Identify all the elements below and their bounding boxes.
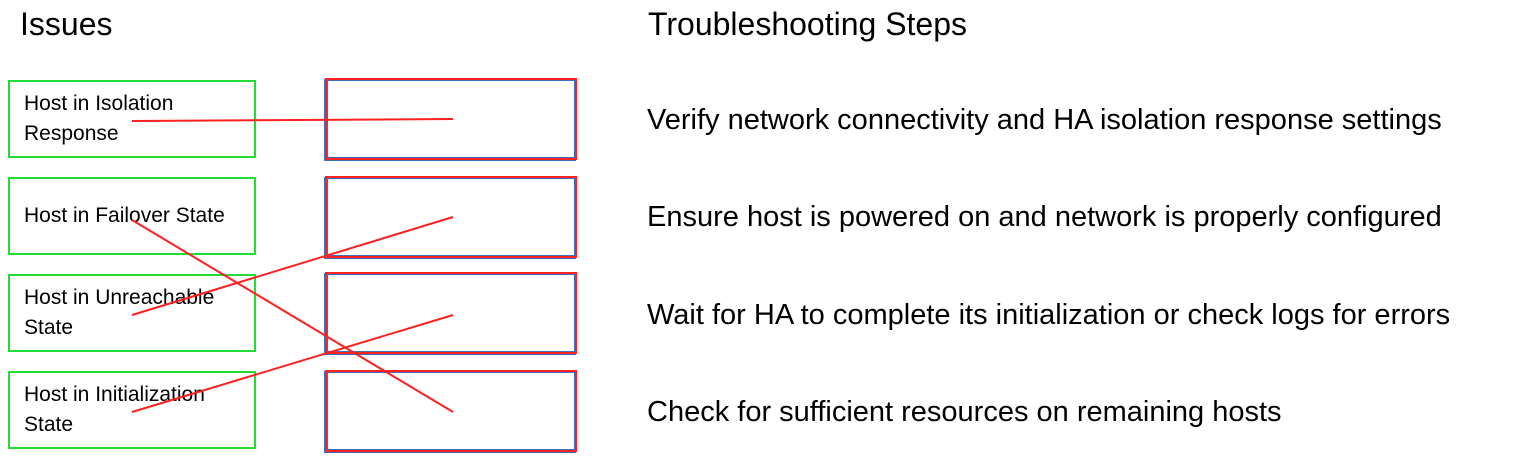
step-text-3: Wait for HA to complete its initializati… <box>647 299 1451 331</box>
issue-label: Host in Unreachable State <box>24 286 215 339</box>
answer-drop-box-2[interactable] <box>325 176 577 258</box>
answer-drop-box-1[interactable] <box>325 78 577 160</box>
issue-label: Host in Failover State <box>24 204 225 227</box>
troubleshooting-steps-heading: Troubleshooting Steps <box>648 6 968 42</box>
step-text-2: Ensure host is powered on and network is… <box>647 201 1442 233</box>
answer-drop-box-3[interactable] <box>325 272 577 354</box>
issue-box-failover-state[interactable]: Host in Failover State <box>8 177 256 255</box>
answer-drop-box-4[interactable] <box>325 370 577 452</box>
issues-heading: Issues <box>20 6 113 42</box>
issue-label: Host in Initialization State <box>24 383 205 436</box>
step-text-4: Check for sufficient resources on remain… <box>647 396 1282 428</box>
issue-box-isolation-response[interactable]: Host in Isolation Response <box>8 80 256 158</box>
issue-box-initialization-state[interactable]: Host in Initialization State <box>8 371 256 449</box>
step-text-1: Verify network connectivity and HA isola… <box>647 104 1442 136</box>
issue-box-unreachable-state[interactable]: Host in Unreachable State <box>8 274 256 352</box>
issue-label: Host in Isolation Response <box>24 92 174 145</box>
